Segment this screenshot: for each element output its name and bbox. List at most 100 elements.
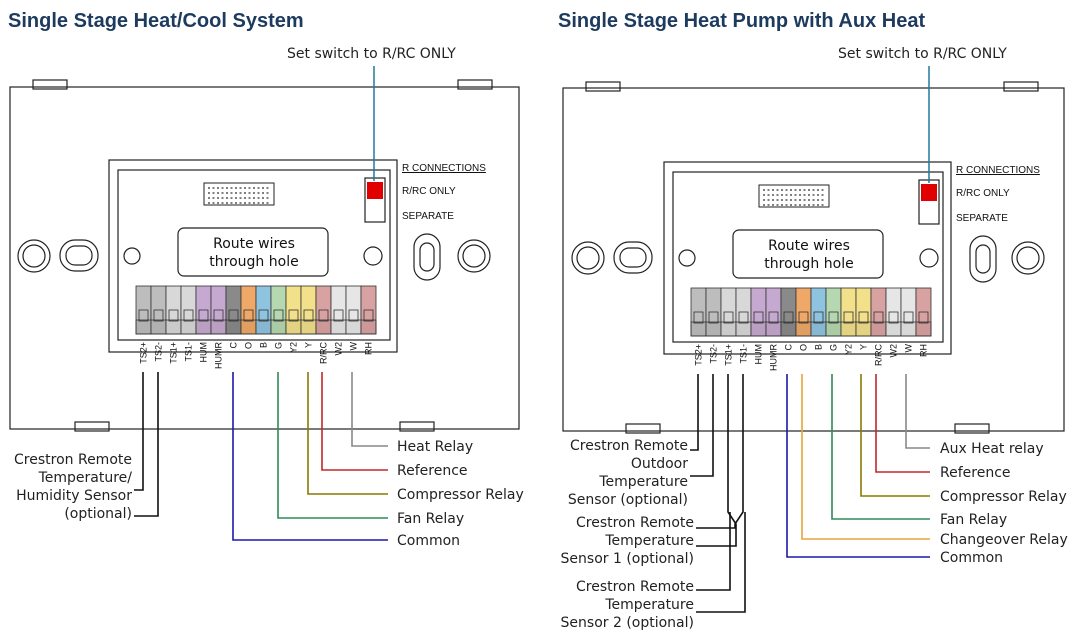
left-tab-br	[399, 421, 435, 432]
left-title: Single Stage Heat/Cool System	[8, 10, 304, 32]
left-wire-hole	[177, 227, 329, 277]
right-r-connections: R CONNECTIONS	[956, 165, 1040, 176]
right-terminal-label-8: O	[799, 344, 809, 351]
left-switch-note: Set switch to R/RC ONLY	[287, 46, 456, 62]
left-terminal-screw-5	[198, 309, 209, 322]
left-separate: SEPARATE	[402, 211, 454, 222]
right-screw-2	[919, 248, 939, 268]
right-wire-reference	[875, 374, 930, 473]
right-label-aux-heat: Aux Heat relay	[940, 441, 1044, 457]
left-terminal-label-15: W	[349, 342, 359, 351]
left-vertical-slot	[413, 233, 441, 281]
right-separate: SEPARATE	[956, 213, 1008, 224]
right-terminal-label-1: TS2+	[694, 344, 704, 366]
left-terminal-label-10: G	[274, 342, 284, 349]
left-mount-hole-1	[17, 239, 51, 273]
left-terminal-screw-12	[303, 309, 314, 322]
left-terminal-screw-10	[273, 309, 284, 322]
left-wire-ts2plus	[134, 372, 144, 491]
right-screw-1	[678, 249, 696, 267]
right-tab-tl	[585, 81, 621, 92]
right-wire-ts1minus-a	[696, 374, 744, 529]
left-terminal-label-4: TS1-	[184, 342, 194, 362]
right-wire-changeover	[801, 374, 930, 540]
left-sensor-line1: Crestron Remote	[14, 452, 132, 468]
right-terminal-label-15: W	[904, 344, 914, 353]
right-tab-br	[954, 423, 990, 434]
right-label-compressor: Compressor Relay	[940, 489, 1067, 505]
right-wire-aux-heat	[905, 374, 930, 449]
right-wire-ts2plus	[690, 374, 699, 451]
left-switch-body	[364, 177, 386, 223]
left-terminal-label-13: R/RC	[319, 342, 329, 364]
right-terminal-label-12: Y	[859, 344, 869, 350]
left-terminal-screw-1	[138, 309, 149, 322]
left-terminal-screw-6	[213, 309, 224, 322]
right-terminal-screw-6	[768, 311, 779, 324]
right-board	[663, 161, 952, 355]
left-hole-line1: Route wires	[213, 236, 295, 252]
left-terminal-screw-7	[228, 309, 239, 322]
left-wire-compressor	[307, 372, 388, 495]
left-terminal-screw-13	[318, 309, 329, 322]
right-ribbon-connector	[758, 184, 830, 208]
left-wire-ts2minus	[134, 372, 159, 517]
right-tab-tr	[1003, 81, 1039, 92]
left-panel: Single Stage Heat/Cool System Set switch…	[8, 10, 524, 549]
right-s1-line3: Sensor 1 (optional)	[561, 551, 694, 567]
right-mount-slot	[613, 241, 653, 274]
right-s2-line2: Temperature	[604, 597, 694, 613]
right-vertical-slot	[969, 235, 997, 283]
left-terminal-base	[135, 319, 377, 335]
left-wire-heat	[351, 372, 388, 447]
left-wire-fan	[277, 372, 388, 519]
left-ribbon-connector	[203, 182, 275, 206]
right-s2-line1: Crestron Remote	[576, 579, 694, 595]
left-label-compressor: Compressor Relay	[397, 487, 524, 503]
left-terminal-label-2: TS2-	[154, 342, 164, 362]
right-outdoor-line1: Crestron Remote	[570, 438, 688, 454]
left-terminal-label-11: Y2	[289, 342, 299, 353]
right-terminal-screw-1	[693, 311, 704, 324]
left-sensor-line3: Humidity Sensor	[16, 488, 132, 504]
right-wire-ts1plus	[696, 374, 737, 547]
right-terminal-label-14: W2	[889, 344, 899, 358]
left-backplate	[9, 86, 520, 430]
left-terminal-label-3: TS1+	[169, 342, 179, 364]
right-wire-ts2minus	[690, 374, 714, 477]
right-tab-bl	[625, 423, 661, 434]
right-terminal-label-4: TS1-	[739, 344, 749, 364]
left-hole-line2: through hole	[209, 254, 298, 270]
right-wire-fan	[831, 374, 930, 520]
right-terminal-screw-4	[738, 311, 749, 324]
right-label-changeover: Changeover Relay	[940, 532, 1068, 548]
right-terminal-label-9: B	[814, 344, 824, 350]
right-terminal-screw-9	[813, 311, 824, 324]
right-s1-line2: Temperature	[604, 533, 694, 549]
right-mount-hole-2	[1011, 241, 1045, 275]
left-sensor-line2: Temperature/	[38, 470, 133, 486]
right-terminal-label-13: R/RC	[874, 344, 884, 366]
right-panel: Single Stage Heat Pump with Aux Heat Set…	[558, 10, 1068, 631]
left-wire-common	[232, 372, 388, 541]
right-terminal-label-5: HUM	[754, 344, 764, 365]
right-s1-line1: Crestron Remote	[576, 515, 694, 531]
right-terminal-screw-5	[753, 311, 764, 324]
left-label-fan: Fan Relay	[397, 511, 464, 527]
left-terminal-screw-11	[288, 309, 299, 322]
right-terminal-screw-13	[873, 311, 884, 324]
right-s2-line3: Sensor 2 (optional)	[561, 615, 694, 631]
right-switch-red	[921, 184, 937, 201]
left-tab-tr	[457, 79, 493, 90]
right-terminal-label-3: TS1+	[724, 344, 734, 366]
right-wire-ts1plus-b	[696, 512, 731, 591]
right-label-fan: Fan Relay	[940, 512, 1007, 528]
right-hole-line2: through hole	[764, 256, 853, 272]
right-terminal-screw-15	[903, 311, 914, 324]
right-terminal-screw-3	[723, 311, 734, 324]
left-terminal-screw-16	[363, 309, 374, 322]
